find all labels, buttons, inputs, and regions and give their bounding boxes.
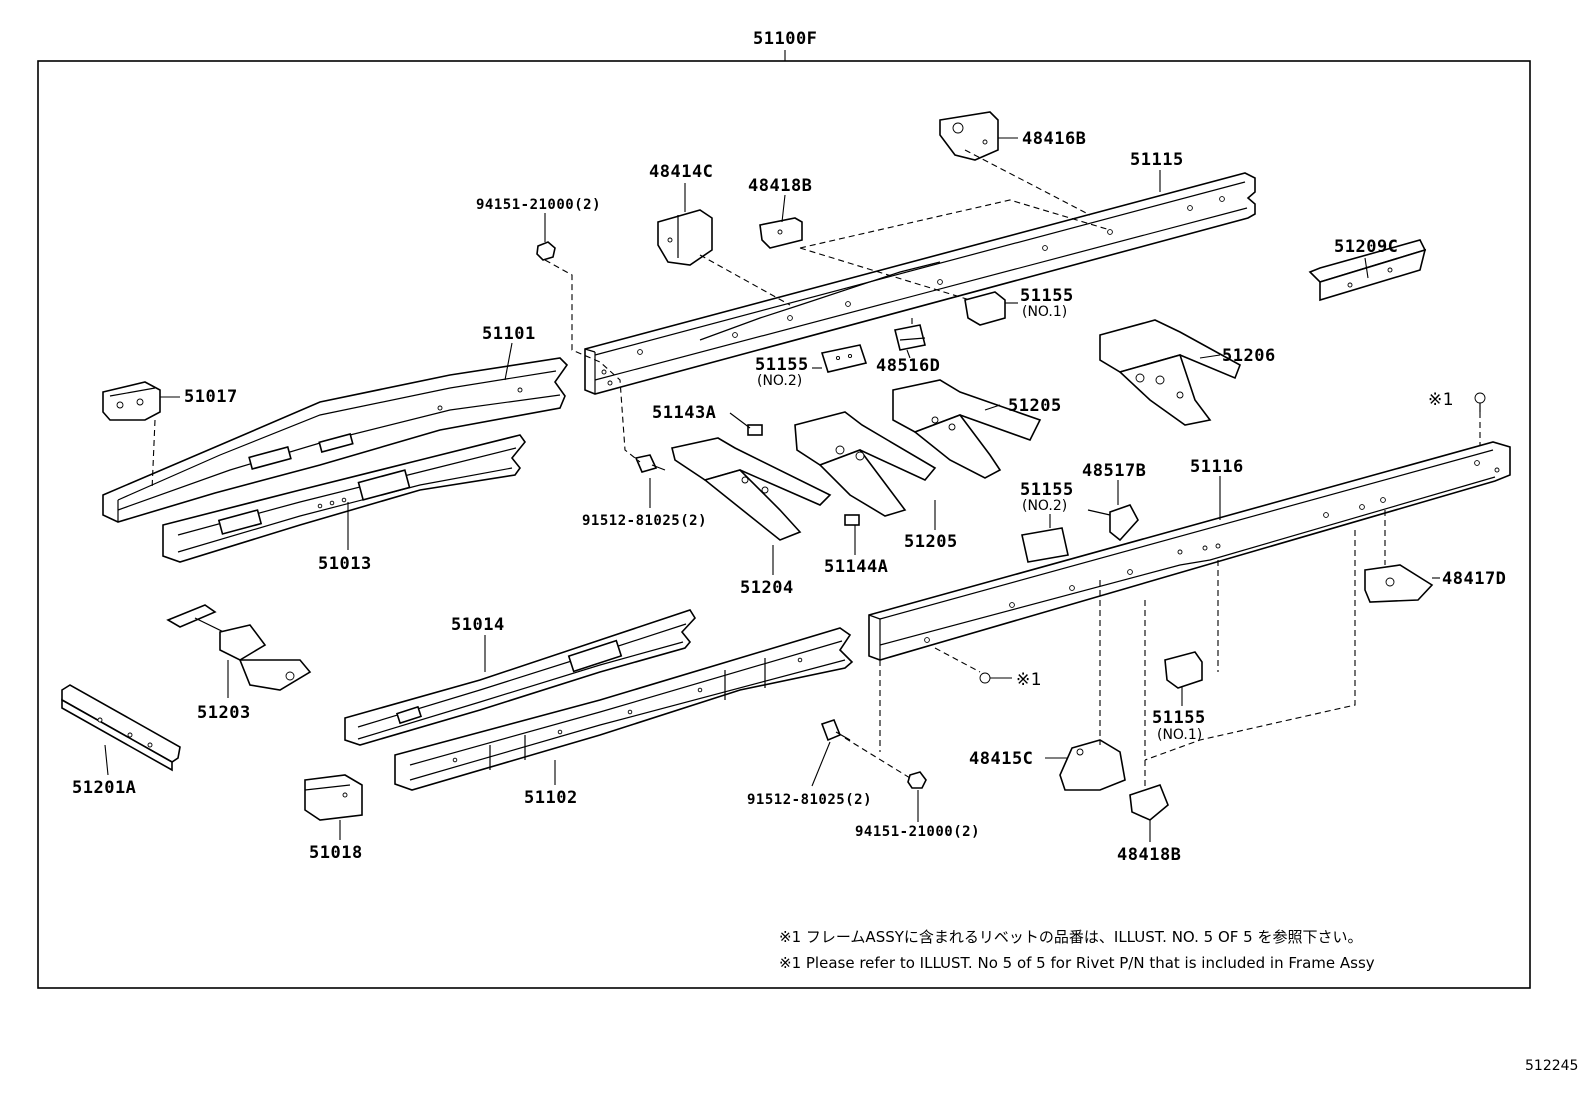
bracket-51018	[304, 774, 363, 821]
label-51144A: 51144A	[824, 557, 889, 577]
sublabel-51155-no1-top: (NO.1)	[1022, 304, 1068, 320]
label-rivet-top: ※1	[1428, 390, 1455, 410]
crossmember-51203	[166, 604, 312, 691]
figure-number: 512245	[1525, 1058, 1579, 1074]
sublabel-51155-no2-mid: (NO.2)	[757, 373, 803, 389]
note-english: ※1 Please refer to ILLUST. No 5 of 5 for…	[779, 954, 1375, 972]
label-51143A: 51143A	[652, 403, 717, 423]
label-48418B-top: 48418B	[748, 176, 813, 196]
sublabel-51155-no1-bottom: (NO.1)	[1157, 727, 1203, 743]
bracket-48418B-bottom	[1129, 784, 1169, 821]
label-51115: 51115	[1130, 150, 1184, 170]
label-51155-no2-mid: 51155	[755, 355, 809, 375]
label-51017: 51017	[184, 387, 238, 407]
rail-51014	[344, 609, 697, 746]
bolt-91512-bottom	[820, 719, 851, 742]
crossmember-51206	[1099, 319, 1241, 426]
rivet-top	[1474, 392, 1486, 412]
nut-94151-top	[536, 241, 556, 261]
label-51101: 51101	[482, 324, 536, 344]
label-51155-no1-bottom: 51155	[1152, 708, 1206, 728]
label-51155-no1-top: 51155	[1020, 286, 1074, 306]
rail-51101	[102, 357, 569, 523]
crossmember-51205-bottom	[794, 411, 937, 517]
crossmember-51205-top	[892, 379, 1042, 479]
label-51205-top: 51205	[1008, 396, 1062, 416]
crossmember-51201A	[61, 684, 181, 772]
label-94151-bottom: 94151-21000(2)	[855, 824, 981, 840]
label-51018: 51018	[309, 843, 363, 863]
bracket-48517B	[1087, 504, 1139, 542]
bracket-48414C	[657, 209, 713, 266]
plate-51155-no2-right	[1021, 527, 1069, 563]
bracket-51155-no1-top	[964, 291, 1006, 326]
assembly-label: 51100F	[753, 29, 818, 49]
label-51102: 51102	[524, 788, 578, 808]
bracket-48418B-top	[759, 217, 803, 249]
label-51155-no2-right: 51155	[1020, 480, 1074, 500]
label-51206: 51206	[1222, 346, 1276, 366]
label-94151-top: 94151-21000(2)	[476, 197, 602, 213]
label-51205-bottom: 51205	[904, 532, 958, 552]
label-51209C: 51209C	[1334, 237, 1399, 257]
bolt-91512-left	[634, 454, 666, 473]
label-91512-bottom: 91512-81025(2)	[747, 792, 873, 808]
bracket-48415C	[1059, 739, 1126, 791]
label-48418B-bottom: 48418B	[1117, 845, 1182, 865]
label-51204: 51204	[740, 578, 794, 598]
rail-51013	[162, 434, 527, 563]
rivet-bottom	[979, 672, 991, 684]
plate-51155-no2-mid	[820, 344, 868, 373]
label-51013: 51013	[318, 554, 372, 574]
plate-51143A	[747, 424, 763, 436]
label-51014: 51014	[451, 615, 505, 635]
label-48416B: 48416B	[1022, 129, 1087, 149]
note-japanese: ※1 フレームASSYに含まれるリベットの品番は、ILLUST. NO. 5 O…	[779, 928, 1363, 946]
sublabel-51155-no2-right: (NO.2)	[1022, 498, 1068, 514]
bracket-48416B	[939, 111, 999, 161]
label-91512-left: 91512-81025(2)	[582, 513, 708, 529]
rail-51116	[868, 441, 1511, 661]
bracket-48417D	[1364, 564, 1434, 603]
label-48516D: 48516D	[876, 356, 941, 376]
label-48414C: 48414C	[649, 162, 714, 182]
nut-94151-bottom	[907, 771, 927, 789]
plate-51144A	[844, 514, 860, 526]
label-48415C: 48415C	[969, 749, 1034, 769]
dashed-assembly-lines	[151, 149, 1481, 790]
label-51116: 51116	[1190, 457, 1244, 477]
bracket-48516D	[894, 324, 926, 351]
label-48517B: 48517B	[1082, 461, 1147, 481]
crossmember-51209C	[1308, 239, 1427, 302]
label-48417D: 48417D	[1442, 569, 1507, 589]
bracket-51017	[102, 381, 161, 421]
bracket-51155-no1-bottom	[1164, 651, 1203, 689]
label-51203: 51203	[197, 703, 251, 723]
leader-lines	[104, 137, 1440, 842]
frame-border	[37, 60, 1531, 989]
label-51201A: 51201A	[72, 778, 137, 798]
rail-51115	[584, 172, 1256, 395]
crossmember-51204	[671, 437, 832, 541]
rail-51102	[394, 627, 854, 791]
label-rivet-bottom: ※1	[1016, 670, 1043, 690]
